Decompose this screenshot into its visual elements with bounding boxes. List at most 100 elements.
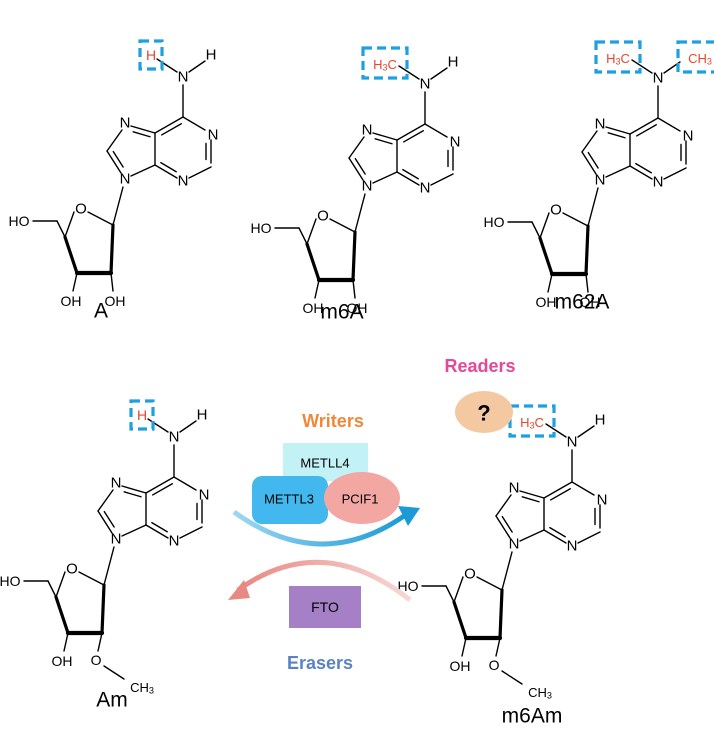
bond-line <box>582 131 597 152</box>
n6-hydrogen-right: H <box>448 54 459 71</box>
bond-line <box>113 152 123 167</box>
bond-line <box>111 273 113 291</box>
n1-atom: N <box>450 134 461 151</box>
ring-oxygen: O <box>66 561 78 578</box>
bond-line <box>183 117 205 130</box>
bond-line <box>79 572 104 585</box>
n6-hydrogen-left: H <box>137 407 147 423</box>
bond-line <box>664 168 686 179</box>
bond-line <box>57 221 65 237</box>
methoxy-methyl: CH3 <box>528 685 552 701</box>
bond-line <box>462 638 466 656</box>
bond-line <box>64 633 68 651</box>
n6-atom: N <box>567 434 578 451</box>
bond-line <box>540 213 549 238</box>
n1-atom: N <box>597 492 608 509</box>
bond-line <box>155 165 177 178</box>
hydroxyl-5prime: HO <box>9 213 30 229</box>
glycosidic-bond <box>113 187 123 225</box>
bond-line <box>124 492 141 497</box>
bond-line <box>65 212 74 237</box>
n3-atom: N <box>169 533 180 550</box>
hydroxyl-3prime: OH <box>450 658 471 674</box>
bond-line <box>431 174 453 185</box>
hydroxyl-5prime: HO <box>0 573 21 589</box>
bond-line <box>48 581 56 597</box>
bond-line <box>73 273 77 291</box>
bond-line <box>88 212 113 225</box>
n6-hydrogen-left: H <box>146 47 156 63</box>
bond-line <box>349 137 364 158</box>
ring-bond <box>500 590 502 638</box>
hydroxyl-5prime: HO <box>251 220 272 236</box>
bond-line <box>307 219 316 244</box>
fto-label: FTO <box>311 599 339 615</box>
bond-line <box>153 484 173 495</box>
n9-atom: N <box>111 531 122 548</box>
hydroxyl-5prime: HO <box>484 214 505 230</box>
glycosidic-bond <box>104 547 114 585</box>
hydroxyl-3prime: OH <box>536 294 557 310</box>
bond-line <box>98 633 102 651</box>
bond-line <box>180 527 202 538</box>
methoxy-oxygen: O <box>489 657 500 673</box>
ring-bond <box>454 602 466 638</box>
bond-line <box>454 577 463 602</box>
n9-atom: N <box>362 178 373 195</box>
bond-line <box>330 219 355 232</box>
bond-line <box>548 274 552 292</box>
bond-line <box>104 512 114 527</box>
molecule-name-A: A <box>94 300 108 323</box>
hydroxyl-3prime: OH <box>52 653 73 669</box>
bond-line <box>353 280 355 298</box>
molecule-name-m62A: m62A <box>555 291 610 314</box>
n7-atom: N <box>362 122 373 139</box>
glycosidic-bond <box>502 552 512 590</box>
bond-line <box>563 213 588 226</box>
bond-line <box>146 525 168 538</box>
bond-line <box>544 530 566 543</box>
bond-line <box>404 131 424 142</box>
ring-oxygen: O <box>317 208 329 225</box>
bond-line <box>586 274 588 292</box>
ring-bond <box>307 244 319 280</box>
reader-question-mark: ? <box>477 401 490 426</box>
bond-line <box>133 132 150 137</box>
n6-atom: N <box>420 76 431 93</box>
ring-bond <box>65 237 77 273</box>
ring-oxygen: O <box>550 202 562 219</box>
bond-line <box>551 489 571 500</box>
bond-line <box>299 228 307 244</box>
bond-line <box>355 159 365 174</box>
ring-bond <box>111 225 113 273</box>
n7-atom: N <box>120 115 131 132</box>
n1-atom: N <box>208 127 219 144</box>
bond-line <box>572 482 594 495</box>
ring-oxygen: O <box>75 201 87 218</box>
writers-label: Writers <box>302 411 364 431</box>
bond-line <box>180 421 196 432</box>
n3-atom: N <box>178 173 189 190</box>
n6-atom: N <box>653 70 664 87</box>
bond-line <box>373 172 397 183</box>
ring-oxygen: O <box>464 566 476 583</box>
n9-atom: N <box>120 171 131 188</box>
glycosidic-bond <box>355 194 365 232</box>
bond-line <box>148 419 168 432</box>
bond-line <box>496 495 511 516</box>
bond-line <box>397 172 419 185</box>
n1-atom: N <box>199 487 210 504</box>
bond-line <box>502 517 512 532</box>
bond-line <box>658 118 680 131</box>
n9-atom: N <box>509 536 520 553</box>
bond-line <box>431 68 447 79</box>
n6-methyl-left: H3C <box>606 51 630 67</box>
n6-atom: N <box>178 69 189 86</box>
